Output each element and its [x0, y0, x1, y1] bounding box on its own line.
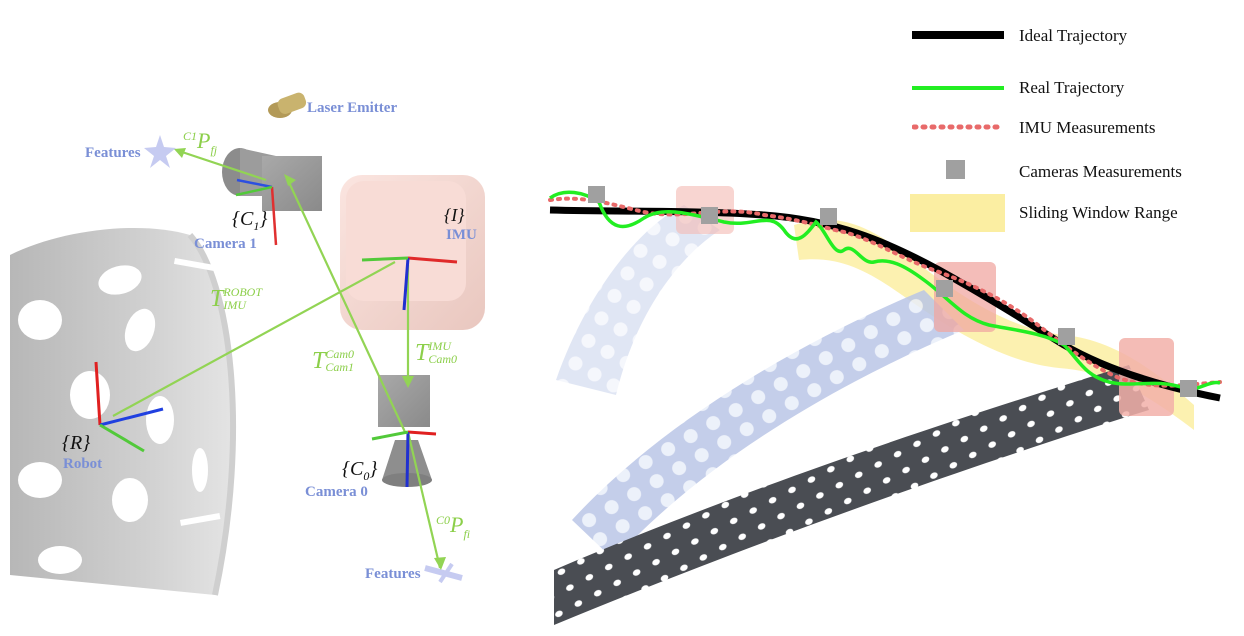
robot-label: Robot [63, 456, 103, 472]
camera-measurement-square [701, 207, 718, 224]
imu-shape [340, 175, 485, 330]
arrowhead-features-bottom [434, 557, 446, 570]
features-bottom-label: Features [365, 566, 421, 582]
imu-swatch-icon [912, 124, 1004, 130]
legend-imu-label: IMU Measurements [1019, 118, 1156, 137]
legend-window-label: Sliding Window Range [1019, 203, 1178, 222]
robot-axes [94, 361, 164, 453]
camera-measurement-square [936, 280, 953, 297]
right-panel-scene [548, 186, 1222, 625]
real-trajectory-line [548, 190, 1221, 391]
legend-window-swatch [910, 194, 1005, 232]
legend-imu-swatch [912, 114, 1004, 140]
frame-c1-label: {C1} [232, 208, 268, 233]
camera0-axes [371, 430, 437, 488]
legend-cameras-label: Cameras Measurements [1019, 162, 1182, 181]
laser-emitter-label: Laser Emitter [307, 100, 398, 116]
feature-star-icon [144, 135, 176, 168]
ghost-tube-far [556, 205, 720, 395]
legend-ideal-swatch [912, 22, 1004, 48]
arrowhead-cam0 [402, 376, 414, 388]
ideal-trajectory-line [549, 206, 1221, 402]
ghost-tube-mid [572, 290, 964, 560]
real-swatch-icon [912, 86, 1004, 90]
feature-marker-icon [424, 562, 463, 584]
laser-emitter-shape [268, 92, 307, 118]
camera-measurement-square [588, 186, 605, 203]
legend-real-swatch [912, 75, 1004, 101]
p-c0-label: C0Pfi [436, 512, 471, 541]
legend-ideal-label: Ideal Trajectory [1019, 26, 1128, 45]
features-top-label: Features [85, 145, 141, 161]
left-panel-diagram [10, 92, 485, 596]
imu-label: IMU [446, 227, 477, 243]
transform-lines [112, 148, 442, 569]
imu-measurement-dots [548, 196, 1222, 388]
frame-c0-label: {C0} [342, 458, 378, 483]
imu-axes [361, 256, 458, 311]
frame-robot-label: {R} [62, 432, 91, 454]
arrowhead-cam1 [284, 174, 296, 186]
camera-measurement-square [820, 208, 837, 225]
dark-tube [554, 365, 1149, 625]
camera-measurements [588, 186, 1197, 397]
legend-real-label: Real Trajectory [1019, 78, 1125, 97]
camera-measurement-square [1180, 380, 1197, 397]
p-c1-label: C1Pfj [183, 128, 218, 157]
frame-imu-label: {I} [444, 205, 465, 225]
camera1-label: Camera 1 [194, 236, 257, 252]
arrowhead-features-top [174, 148, 186, 158]
camera1-axes [235, 178, 278, 246]
camera0-label: Camera 0 [305, 484, 368, 500]
camera-measurement-square [1058, 328, 1075, 345]
legend-cameras-swatch [946, 160, 965, 179]
ideal-swatch-icon [912, 31, 1004, 39]
